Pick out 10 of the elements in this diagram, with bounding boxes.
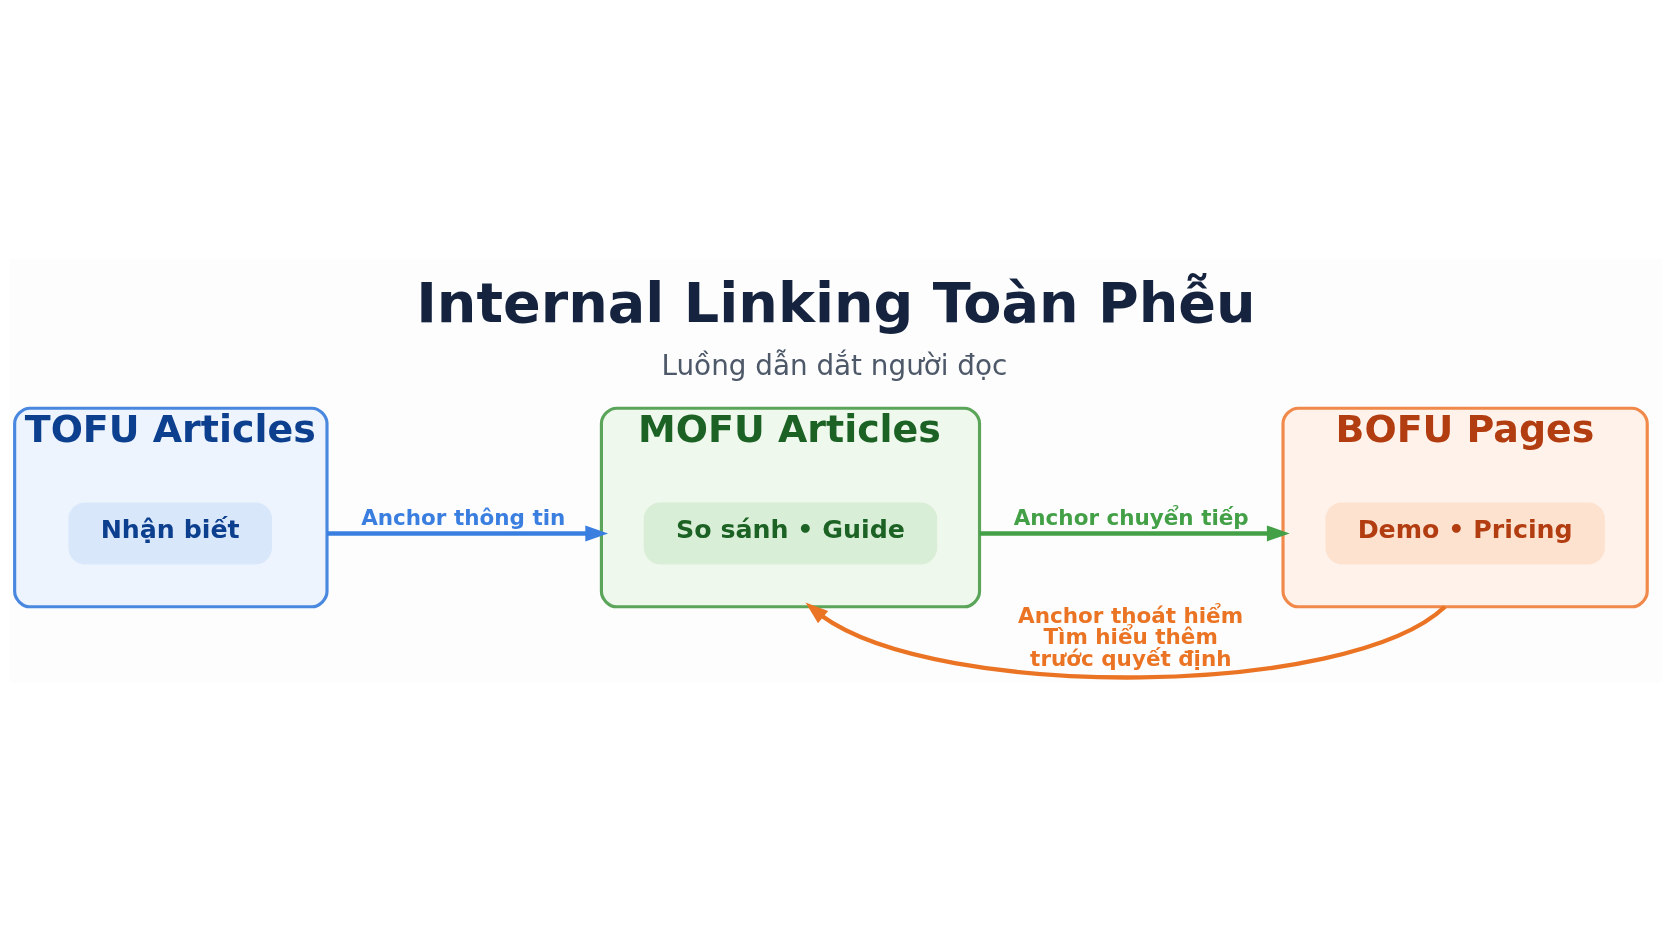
- caption: Luồng dẫn dắt người đọc: [661, 348, 1008, 382]
- edge-label: Anchor chuyển tiếp: [1013, 504, 1249, 530]
- node-box: So sánh • Guide: [643, 501, 938, 564]
- edge-label: Anchor thông tin: [361, 504, 566, 530]
- arrow: [979, 524, 1290, 541]
- arrow: [327, 524, 609, 541]
- arrow: [805, 602, 1447, 680]
- edge-label: Anchor thoát hiểm Tìm hiểu thêm trước quyết định: [1018, 602, 1244, 671]
- diagram-title: Internal Linking Toàn Phễu: [416, 269, 1256, 335]
- node-box: Demo • Pricing: [1325, 501, 1605, 564]
